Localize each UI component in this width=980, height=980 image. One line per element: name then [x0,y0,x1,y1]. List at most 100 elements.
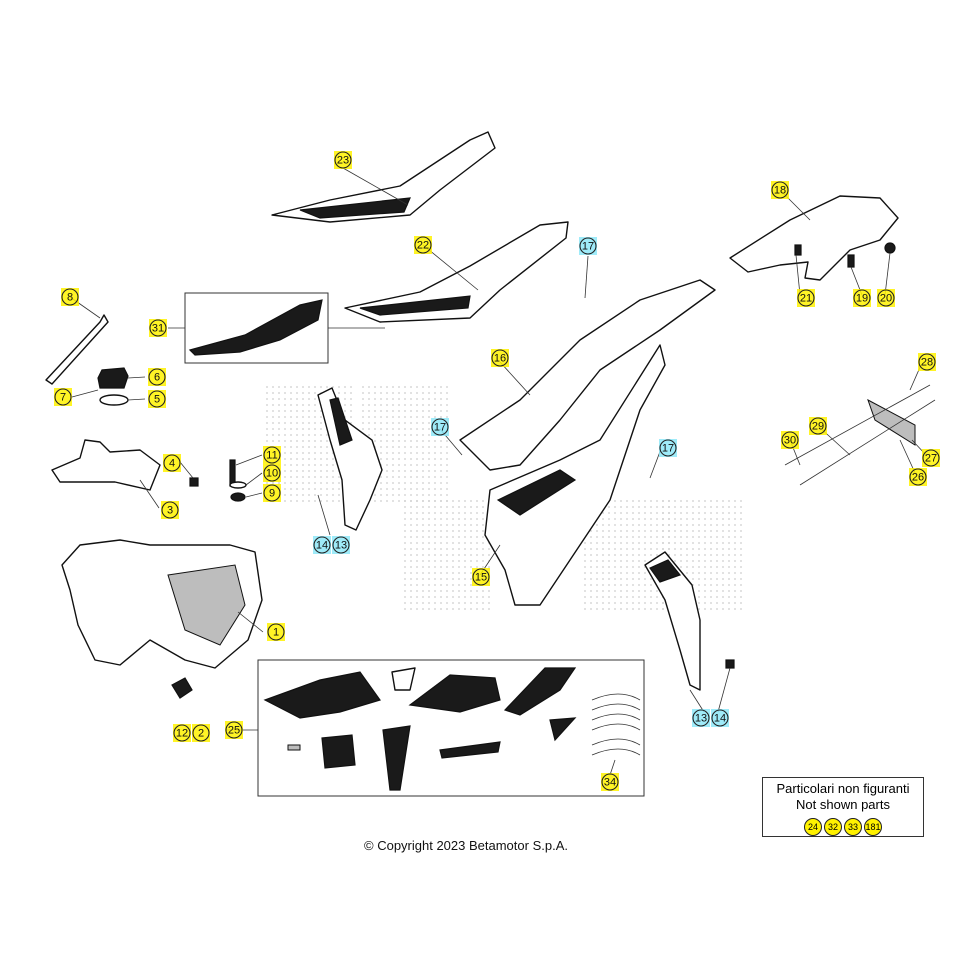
callout-highlight [659,439,677,457]
callout-highlight [332,536,350,554]
radiator-guard-left-stripe [329,397,353,446]
callout-highlight [54,388,72,406]
callout-c2[interactable]: 2 [192,724,210,742]
callout-ring [332,536,350,554]
callout-c20[interactable]: 20 [877,289,895,307]
callout-c15[interactable]: 15 [472,568,490,586]
callout-c16[interactable]: 16 [491,349,509,367]
callout-ring [601,773,619,791]
callout-ring [909,468,927,486]
callout-c6[interactable]: 6 [148,368,166,386]
decal-swingarm [439,741,501,759]
callout-highlight [148,368,166,386]
callout-label: 3 [167,505,173,517]
callout-label: 28 [921,357,933,369]
callout-c34[interactable]: 34 [601,773,619,791]
callout-c17b[interactable]: 17 [431,418,449,436]
copyright-notice: © Copyright 2023 Betamotor S.p.A. [364,838,568,853]
not-shown-code[interactable]: 24 [804,818,822,836]
callout-highlight [711,709,729,727]
rear-fender-18 [729,195,899,281]
callout-ring [922,449,940,467]
not-shown-title-en: Not shown parts [796,797,890,812]
callout-label: 7 [60,392,66,404]
callout-c13a[interactable]: 13 [332,536,350,554]
callout-ring [579,237,597,255]
callout-c11[interactable]: 11 [263,446,281,464]
callout-c5[interactable]: 5 [148,390,166,408]
callout-highlight [263,446,281,464]
callout-c27[interactable]: 27 [922,449,940,467]
screw-4 [189,477,199,487]
callout-c28[interactable]: 28 [918,353,936,371]
seat-cover-31 [188,299,323,356]
callout-label: 14 [316,540,328,552]
callout-c22[interactable]: 22 [414,236,432,254]
callout-highlight [267,623,285,641]
callout-label: 4 [169,458,175,470]
callout-c14a[interactable]: 14 [313,536,331,554]
callout-c3[interactable]: 3 [161,501,179,519]
callout-label: 9 [269,488,275,500]
callout-c26[interactable]: 26 [909,468,927,486]
callout-c18[interactable]: 18 [771,181,789,199]
callout-c31[interactable]: 31 [149,319,167,337]
callout-highlight [173,724,191,742]
callout-ring [659,439,677,457]
seat-22-strip [359,295,471,316]
callout-ring [491,349,509,367]
callout-label: 12 [176,728,188,740]
callout-ring [61,288,79,306]
callout-c21[interactable]: 21 [797,289,815,307]
callout-label: 20 [880,293,892,305]
callout-c4[interactable]: 4 [163,454,181,472]
callout-c25[interactable]: 25 [225,721,243,739]
not-shown-code[interactable]: 33 [844,818,862,836]
callout-c29[interactable]: 29 [809,417,827,435]
callout-label: 25 [228,725,240,737]
callout-c17a[interactable]: 17 [579,237,597,255]
bolt-14 [725,659,735,669]
callout-c17c[interactable]: 17 [659,439,677,457]
callout-highlight [797,289,815,307]
callout-ring [414,236,432,254]
callout-c10[interactable]: 10 [263,464,281,482]
callout-c13b[interactable]: 13 [692,709,710,727]
callout-highlight [771,181,789,199]
callout-ring [797,289,815,307]
callout-c1[interactable]: 1 [267,623,285,641]
callout-label: 10 [266,468,278,480]
not-shown-code[interactable]: 181 [864,818,882,836]
callout-c12[interactable]: 12 [173,724,191,742]
radiator-guard-right [644,551,701,691]
callout-ring [313,536,331,554]
callout-ring [267,623,285,641]
callout-label: 17 [434,422,446,434]
callout-label: 15 [475,572,487,584]
callout-label: 17 [662,443,674,455]
not-shown-code[interactable]: 32 [824,818,842,836]
callout-ring [853,289,871,307]
callout-c8[interactable]: 8 [61,288,79,306]
callout-c14b[interactable]: 14 [711,709,729,727]
decal-right-shroud [408,674,501,713]
callout-highlight [579,237,597,255]
seat-top-23-strip [299,197,411,219]
callout-c19[interactable]: 19 [853,289,871,307]
decal-side-right [503,667,577,716]
callout-c7[interactable]: 7 [54,388,72,406]
decal-fork [382,725,411,791]
callout-c30[interactable]: 30 [781,431,799,449]
seat-22 [344,221,569,323]
not-shown-title-it: Particolari non figuranti [776,781,910,796]
callout-ring [263,464,281,482]
callout-label: 23 [337,155,349,167]
callout-c23[interactable]: 23 [334,151,352,169]
callout-ring [711,709,729,727]
callout-ring [148,390,166,408]
callout-highlight [918,353,936,371]
callout-c9[interactable]: 9 [263,484,281,502]
callout-highlight [192,724,210,742]
side-panel-15-stripe [496,469,577,516]
vent-hose-8 [45,314,109,385]
